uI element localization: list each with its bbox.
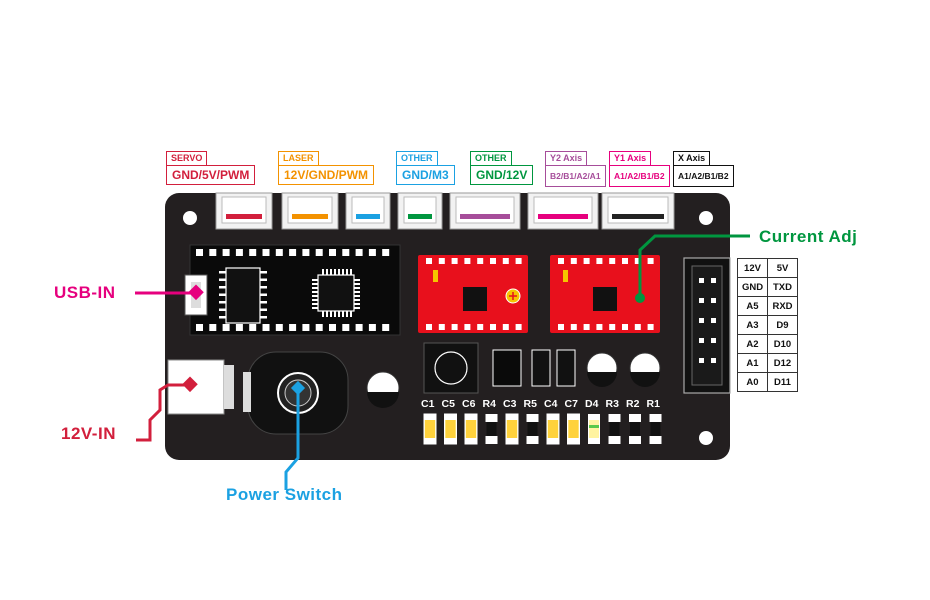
resistor-smd [526, 414, 539, 422]
component-label: R5 [523, 398, 537, 410]
pin-map-cell: A1 [737, 353, 768, 373]
connector-header-laser: LASER 12V/GND/PWM [278, 148, 375, 185]
header-category: OTHER [470, 151, 512, 166]
header-signal: GND/5V/PWM [166, 165, 256, 185]
pin-map-cell: TXD [767, 277, 798, 297]
nano-pin-row-top [196, 249, 390, 256]
mount-hole-tl [183, 211, 197, 225]
header-connector [527, 192, 599, 230]
header-category: Y1 Axis [609, 151, 652, 166]
header-signal: GND/M3 [396, 165, 455, 185]
pin-map-cell: A3 [737, 315, 768, 335]
pin-map-cell: D9 [767, 315, 798, 335]
resistor-smd [485, 414, 498, 422]
pin-map-cell: A5 [737, 296, 768, 316]
current-adj-line [638, 234, 750, 298]
connector-color-bar [408, 214, 432, 219]
component-label: D4 [585, 398, 599, 410]
resistor-smd [649, 414, 662, 422]
connector-color-bar [292, 214, 328, 219]
pin-map-cell: GND [737, 277, 768, 297]
dip-chip [225, 267, 261, 324]
header-category: SERVO [166, 151, 208, 166]
header-category: LASER [278, 151, 319, 166]
pin-map-cell: RXD [767, 296, 798, 316]
smd-components [423, 413, 662, 445]
component-label: C6 [462, 398, 476, 410]
connector-color-bar [226, 214, 262, 219]
component-label: R3 [605, 398, 619, 410]
component-label: R4 [482, 398, 496, 410]
power-jack [167, 359, 225, 415]
header-connector [449, 192, 521, 230]
connector-header-y2-axis: Y2 Axis B2/B1/A2/A1 [545, 148, 606, 187]
connector-color-bar [460, 214, 510, 219]
v12-in-label: 12V-IN [61, 424, 116, 443]
header-category: OTHER [396, 151, 438, 166]
pin-map-cell: A0 [737, 372, 768, 392]
connector-header-x-axis: X Axis A1/A2/B1/B2 [673, 148, 734, 187]
mount-hole-br [699, 431, 713, 445]
connector-header-other-m3: OTHER GND/M3 [396, 148, 455, 185]
connector-color-bar [538, 214, 588, 219]
mount-hole-tr [699, 211, 713, 225]
component-label: C3 [503, 398, 517, 410]
header-connector [345, 192, 391, 230]
pin-map-cell: D11 [767, 372, 798, 392]
nano-pin-row-bottom [196, 324, 390, 331]
header-connector [601, 192, 675, 230]
header-category: Y2 Axis [545, 151, 588, 166]
component-label: C5 [441, 398, 455, 410]
connector-header-servo: SERVO GND/5V/PWM [166, 148, 256, 185]
usb-in-label: USB-IN [54, 283, 116, 302]
header-signal: GND/12V [470, 165, 534, 185]
component-label: R2 [626, 398, 640, 410]
pin-map-cell: D10 [767, 334, 798, 354]
resistor-smd [608, 414, 621, 422]
power-switch-line [284, 388, 300, 490]
connector-header-y1-axis: Y1 Axis A1/A2/B1/B2 [609, 148, 670, 187]
connector-header-other-12v: OTHER GND/12V [470, 148, 534, 185]
component-label: C4 [544, 398, 558, 410]
top-connectors [215, 192, 675, 230]
pin-map-cell: D12 [767, 353, 798, 373]
power-switch-label: Power Switch [226, 485, 343, 504]
component-label: C7 [564, 398, 578, 410]
mcu-chip [317, 274, 355, 312]
resistor-smd [629, 414, 641, 422]
pin-map-cell: 5V [767, 258, 798, 278]
component-label: R1 [646, 398, 660, 410]
header-connector [397, 192, 443, 230]
pin-map-cell: 12V [737, 258, 768, 278]
connector-color-bar [356, 214, 380, 219]
header-connector [215, 192, 273, 230]
pin-map-cell: A2 [737, 334, 768, 354]
header-category: X Axis [673, 151, 711, 166]
v12-in-line [136, 383, 190, 442]
header-connector [281, 192, 339, 230]
arduino-nano [189, 244, 401, 336]
current-adj-label: Current Adj [759, 227, 858, 246]
connector-color-bar [612, 214, 664, 219]
component-label: C1 [421, 398, 435, 410]
header-signal: 12V/GND/PWM [278, 165, 375, 185]
